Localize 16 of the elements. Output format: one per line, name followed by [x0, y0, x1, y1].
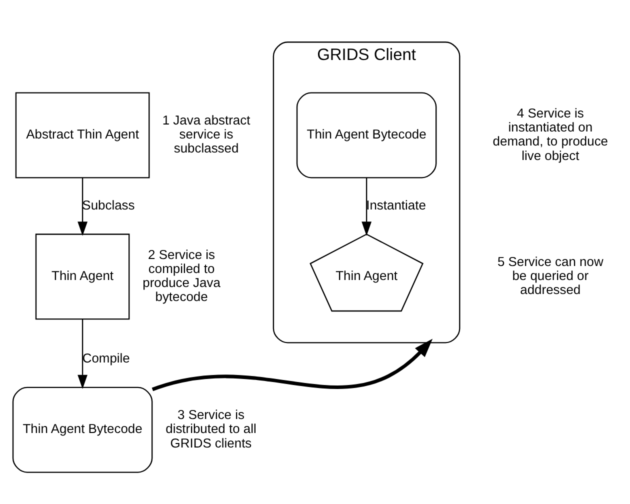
node-label: 1 Java abstract service is subclassed: [162, 112, 250, 156]
node-box: Thin Agent Bytecode: [296, 92, 437, 178]
arrow: [78, 318, 88, 388]
node-label: 3 Service is distributed to all GRIDS clients: [166, 406, 256, 450]
label: 5 Service can now be queried or addressed: [497, 253, 604, 297]
label: 4 Service is instantiated on demand, to produce live object: [492, 104, 608, 162]
node-box: Abstract Thin Agent: [15, 92, 150, 178]
edge-label: Instantiate: [366, 196, 426, 212]
arrow: [78, 177, 88, 236]
edge-label: Subclass: [82, 196, 135, 212]
arrow: [152, 338, 433, 391]
arrow: [362, 177, 372, 236]
node-label: 2 Service is compiled to produce Java bytecode: [142, 246, 220, 304]
node-box: Thin Agent: [35, 233, 130, 320]
node-box: Thin Agent Bytecode: [12, 386, 153, 472]
edge-label: Compile: [82, 350, 130, 365]
